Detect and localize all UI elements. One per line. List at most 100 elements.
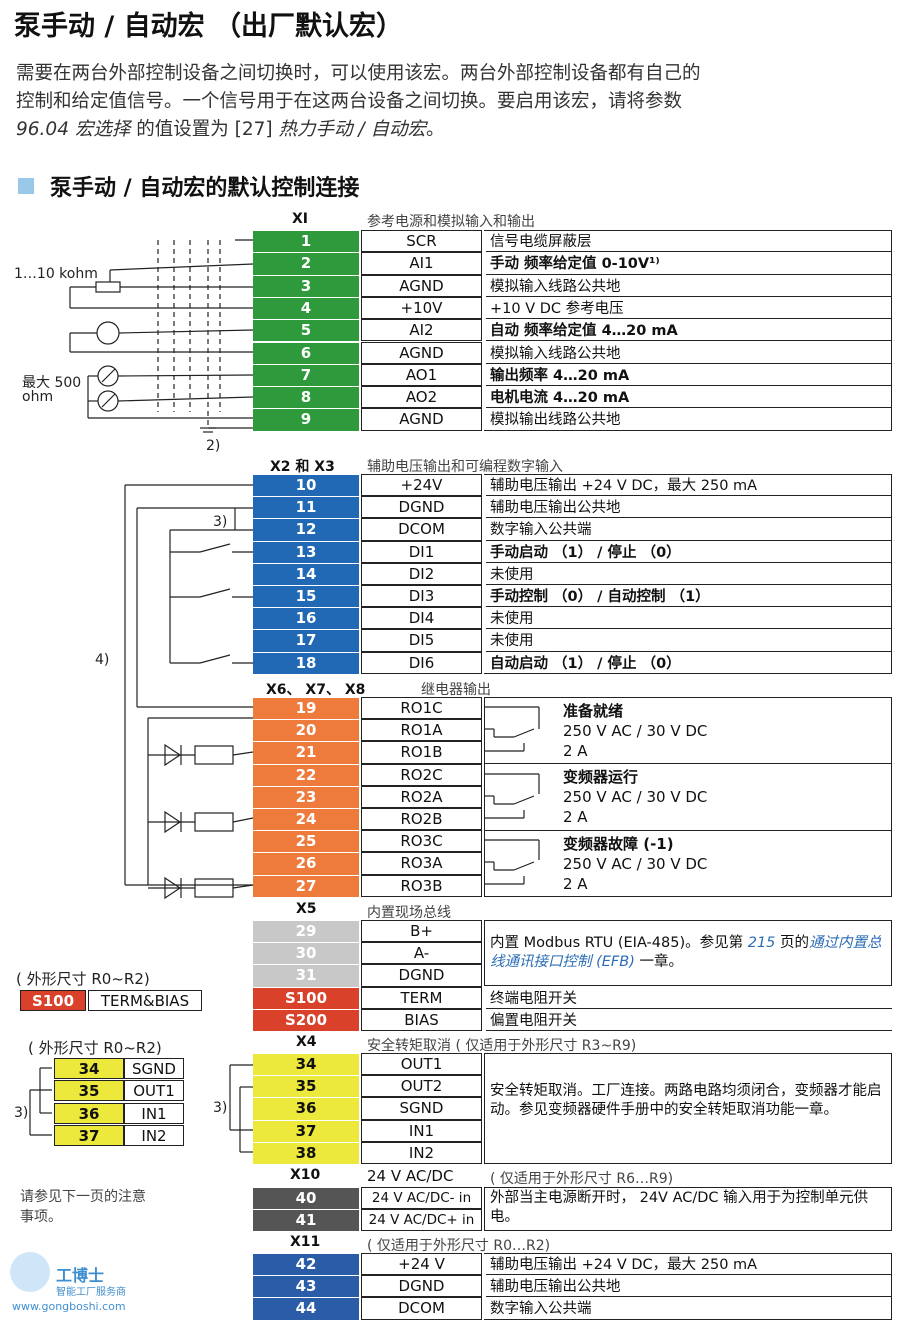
section-x10-title: ( 仅适用于外形尺寸 R6…R9) <box>490 1171 674 1187</box>
intro-param: 96.04 宏选择 <box>16 119 131 140</box>
relay-terminal-22: 22 <box>253 763 359 786</box>
see-note-2: 事项。 <box>20 1209 62 1225</box>
relay-3-rating: 250 V AC / 30 V DC <box>563 855 708 873</box>
relay-1-current: 2 A <box>563 742 588 760</box>
x5-terminal-30: 30 <box>253 942 359 965</box>
section-x10-name: X10 <box>290 1167 321 1183</box>
x2-desc-11: 辅助电压输出公共地 <box>486 496 892 519</box>
wiring-diagram <box>29 239 254 1153</box>
relay-signal-26: RO3A <box>361 852 482 875</box>
xi-desc-6: 模拟输入线路公共地 <box>486 342 892 364</box>
mini-x4-terminal-35: 35 <box>54 1080 124 1102</box>
load-label-2: ohm <box>22 389 54 405</box>
x11-desc-42: 辅助电压输出 +24 V DC，最大 250 mA <box>486 1253 892 1276</box>
relay-signal-23: RO2A <box>361 785 482 808</box>
x5-desc-link[interactable]: 通过内置总线通讯接口控制 (EFB) <box>490 935 882 970</box>
relay-signal-22: RO2C <box>361 763 482 786</box>
x5-desc-S200: 偏置电阻开关 <box>486 1009 892 1031</box>
x2-desc-15: 手动控制 （0） / 自动控制 （1） <box>486 585 892 608</box>
section-x4-title: 安全转矩取消 ( 仅适用于外形尺寸 R3~R9) <box>367 1038 637 1054</box>
x2-desc-16: 未使用 <box>486 607 892 630</box>
mini-x4-terminal-36: 36 <box>54 1102 124 1124</box>
note-4-label: 4) <box>95 652 110 668</box>
watermark-url: www.gongboshi.com <box>12 1300 126 1313</box>
xi-terminal-3: 3 <box>253 274 359 297</box>
xi-terminal-1: 1 <box>253 230 359 253</box>
xi-signal-9: AGND <box>361 408 482 431</box>
s100-switch[interactable]: S100 <box>20 990 86 1011</box>
relay-signal-24: RO2B <box>361 808 482 831</box>
x2-signal-10: +24V <box>361 474 482 497</box>
x2-terminal-10: 10 <box>253 474 359 497</box>
intro-end: 。 <box>425 119 445 140</box>
x4-signal-36: SGND <box>361 1097 482 1120</box>
xi-terminal-9: 9 <box>253 408 359 431</box>
x2-signal-11: DGND <box>361 496 482 519</box>
x4-signal-37: IN1 <box>361 1119 482 1142</box>
x2-signal-12: DCOM <box>361 518 482 541</box>
relay-3-current: 2 A <box>563 875 588 893</box>
x5-terminal-31: 31 <box>253 964 359 987</box>
relay-1-rating: 250 V AC / 30 V DC <box>563 722 708 740</box>
section-x5-title: 内置现场总线 <box>367 905 451 921</box>
x5-desc-page: 215 <box>747 935 776 951</box>
x5-signal-S200: BIAS <box>361 1008 482 1031</box>
x5-signal-S100: TERM <box>361 986 482 1009</box>
x11-signal-43: DGND <box>361 1275 482 1298</box>
section-x10-signal: 24 V AC/DC <box>367 1167 454 1185</box>
watermark-logo-icon <box>10 1252 50 1292</box>
x4-terminal-36: 36 <box>253 1097 359 1120</box>
x4-signal-35: OUT2 <box>361 1075 482 1098</box>
x2-desc-13: 手动启动 （1） / 停止 （0） <box>486 541 892 563</box>
x2-signal-15: DI3 <box>361 585 482 608</box>
x10-terminal-41: 41 <box>253 1209 359 1231</box>
note-3-label-c: 3) <box>213 1100 228 1116</box>
relay-desc-frame <box>484 697 892 897</box>
x2-desc-10: 辅助电压输出 +24 V DC，最大 250 mA <box>486 474 892 497</box>
relay-terminal-20: 20 <box>253 719 359 742</box>
x2-terminal-16: 16 <box>253 607 359 630</box>
x4-desc-frame <box>484 1053 892 1164</box>
x10-signal-40: 24 V AC/DC- in <box>361 1187 482 1209</box>
relay-1-desc: 准备就绪 250 V AC / 30 V DC 2 A <box>563 701 707 761</box>
relay-signal-27: RO3B <box>361 874 482 897</box>
xi-terminal-6: 6 <box>253 341 359 364</box>
intro-line-2: 控制和给定值信号。一个信号用于在这两台设备之间切换。要启用该宏，请将参数 <box>16 91 683 112</box>
x5-signal-29: B+ <box>361 920 482 943</box>
section-x11-title: ( 仅适用于外形尺寸 R0…R2) <box>367 1238 551 1254</box>
section-x678-title: 继电器输出 <box>421 682 491 698</box>
xi-desc-2: 手动 频率给定值 0-10V¹⁾ <box>486 252 892 275</box>
x11-signal-44: DCOM <box>361 1297 482 1320</box>
x10-desc: 外部当主电源断开时， 24V AC/DC 输入用于为控制单元供电。 <box>490 1190 869 1225</box>
relay-signal-20: RO1A <box>361 719 482 742</box>
relay-signal-19: RO1C <box>361 697 482 720</box>
term-bias-label: TERM&BIAS <box>88 990 202 1011</box>
x2-terminal-17: 17 <box>253 629 359 652</box>
section-xi-title: 参考电源和模拟输入和输出 <box>367 214 535 230</box>
xi-terminal-7: 7 <box>253 363 359 387</box>
xi-desc-3: 模拟输入线路公共地 <box>486 275 892 297</box>
load-label-1: 最大 500 <box>22 375 82 391</box>
xi-terminal-5: 5 <box>253 319 359 342</box>
intro-paragraph: 需要在两台外部控制设备之间切换时，可以使用该宏。两台外部控制设备都有自己的 控制… <box>16 60 896 144</box>
x5-desc-a: 内置 Modbus RTU (EIA-485)。参见第 <box>490 935 748 951</box>
note-3-label-b: 3) <box>14 1105 29 1121</box>
x5-terminal-29: 29 <box>253 920 359 943</box>
relay-2-current: 2 A <box>563 808 588 826</box>
x4-terminal-37: 37 <box>253 1119 359 1142</box>
relay-signal-25: RO3C <box>361 830 482 853</box>
xi-signal-2: AI1 <box>361 252 482 275</box>
x2-signal-17: DI5 <box>361 629 482 652</box>
x11-desc-44: 数字输入公共端 <box>486 1297 892 1320</box>
mini-x4-signal-36: IN1 <box>124 1102 184 1124</box>
x11-terminal-44: 44 <box>253 1297 359 1320</box>
page-title: 泵手动 / 自动宏 （出厂默认宏） <box>14 11 404 42</box>
x4-terminal-38: 38 <box>253 1141 359 1164</box>
relay-contact-diagram <box>484 706 540 885</box>
xi-desc-4: +10 V DC 参考电压 <box>486 297 892 320</box>
bullet-square-icon <box>18 178 34 194</box>
x5-desc-frame <box>484 920 892 986</box>
relay-terminal-25: 25 <box>253 830 359 853</box>
relay-3-name: 变频器故障 (-1) <box>563 835 674 853</box>
x4-terminal-34: 34 <box>253 1053 359 1076</box>
